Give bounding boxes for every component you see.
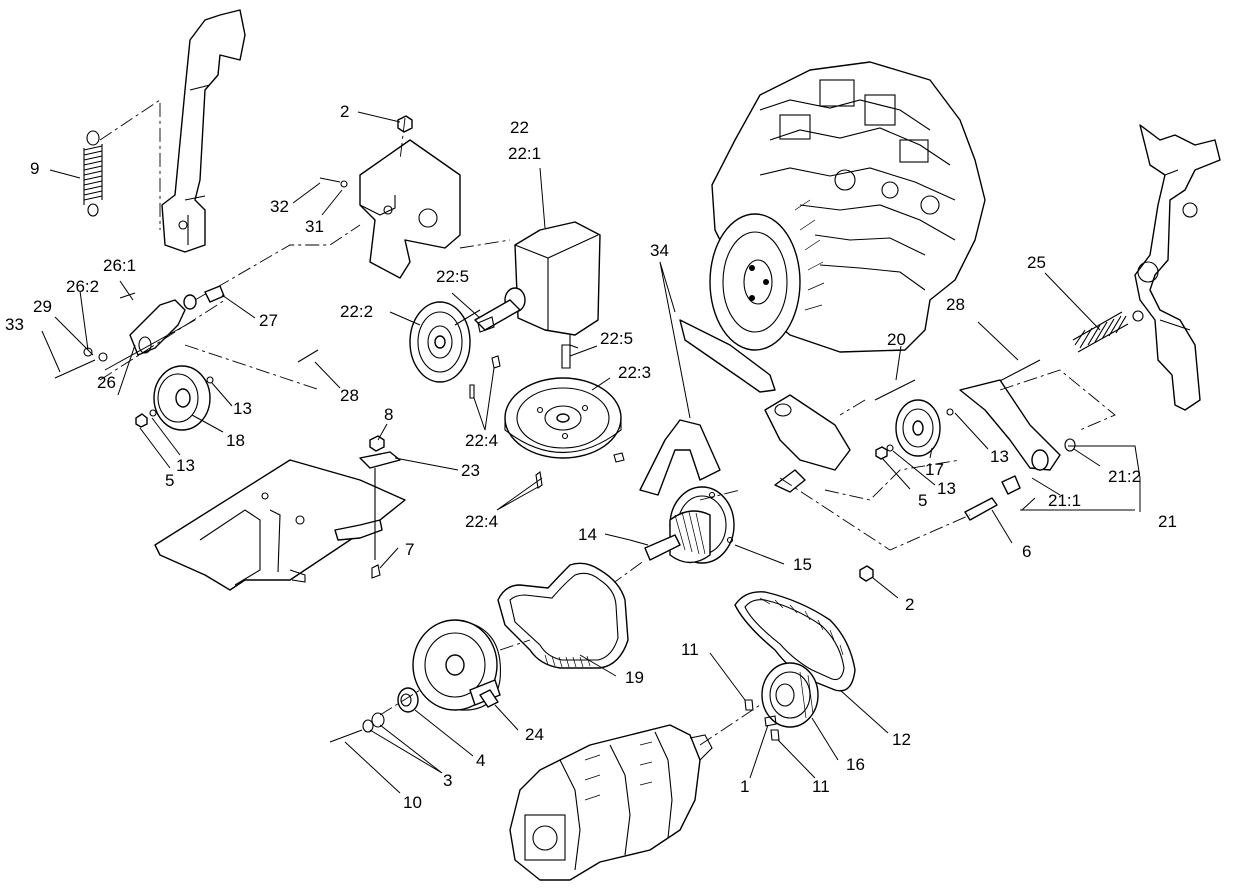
hydraulic-pump-illustration [509, 724, 713, 881]
base-plate [154, 459, 406, 591]
callout-8: 8 [384, 405, 393, 424]
callout-22: 22 [510, 118, 529, 137]
idler-arm-26 [54, 285, 225, 379]
callout-14: 14 [578, 525, 597, 544]
spring-9 [83, 130, 103, 217]
key-22-5 [477, 316, 495, 333]
callout-4: 4 [476, 751, 485, 770]
callout-16: 16 [846, 755, 865, 774]
spring-25 [1072, 310, 1144, 353]
callout-21-1: 21:1 [1048, 491, 1081, 510]
bolt-28-left [297, 349, 319, 363]
callout-22-4-b: 22:4 [465, 512, 498, 531]
clutch-15 [644, 486, 735, 564]
callout-33: 33 [5, 315, 24, 334]
callout-11: 11 [681, 640, 699, 659]
callout-7: 7 [405, 540, 414, 559]
callout-5-b: 5 [918, 491, 927, 510]
callout-27: 27 [259, 311, 278, 330]
callout-26-2: 26:2 [66, 277, 99, 296]
callout-6: 6 [1022, 542, 1031, 561]
belt-19 [497, 562, 629, 669]
callout-20: 20 [887, 330, 906, 349]
bracket-23 [359, 451, 401, 469]
idler-bracket-right [764, 394, 851, 493]
bearing-4 [397, 687, 419, 713]
callout-22-2: 22:2 [340, 302, 373, 321]
callout-22-3: 22:3 [618, 363, 651, 382]
callout-5: 5 [165, 471, 174, 490]
callout-13-c: 13 [990, 447, 1009, 466]
callout-21-2: 21:2 [1108, 467, 1141, 486]
callout-32: 32 [270, 197, 289, 216]
bolt-32 [319, 177, 341, 183]
bolt-28-right [997, 359, 1041, 383]
callout-31: 31 [305, 217, 324, 236]
idler-pulley-18 [135, 365, 214, 431]
callout-11-b: 11 [812, 777, 830, 796]
callout-19: 19 [625, 668, 644, 687]
callout-22-5-b: 22:5 [600, 329, 633, 348]
callout-15: 15 [793, 555, 812, 574]
callout-23: 23 [461, 461, 480, 480]
callout-22-1: 22:1 [508, 144, 541, 163]
callout-25: 25 [1027, 253, 1046, 272]
callout-21: 21 [1158, 512, 1177, 531]
idler-pulley-17 [875, 399, 954, 460]
callout-26-1: 26:1 [103, 256, 136, 275]
bolt-14 [629, 539, 649, 546]
callout-1: 1 [740, 777, 749, 796]
callout-29: 29 [33, 297, 52, 316]
idler-arm-21 [959, 379, 1076, 521]
engine-illustration [709, 61, 986, 353]
callout-28: 28 [946, 295, 965, 314]
right-pivot-bracket [1134, 124, 1221, 411]
callout-34: 34 [650, 241, 669, 260]
gearbox-22 [474, 221, 601, 349]
leader-lines [41, 111, 1141, 794]
callout-13-b: 13 [176, 456, 195, 475]
callout-22-4: 22:4 [465, 431, 498, 450]
callout-26: 26 [97, 373, 116, 392]
callout-18: 18 [226, 431, 245, 450]
callout-9: 9 [30, 159, 39, 178]
pulley-16 [761, 662, 819, 728]
bolt-20 [874, 379, 916, 401]
pulley-22-2 [409, 301, 481, 383]
gearbox-mount-bracket [359, 139, 461, 279]
callout-24: 24 [525, 725, 544, 744]
left-pivot-bracket [161, 9, 246, 253]
setscrew-11 [744, 699, 754, 711]
nut-8 [369, 435, 385, 452]
belt-12 [734, 591, 856, 692]
belt-guide-34 [639, 319, 776, 496]
callout-2-b: 2 [905, 595, 914, 614]
callout-13-d: 13 [937, 479, 956, 498]
nut-2-top [397, 115, 413, 133]
bolt-10 [329, 729, 363, 743]
key-1 [764, 715, 777, 727]
callout-2: 2 [340, 102, 349, 121]
nut-2-bottom [859, 565, 874, 582]
callout-28-b: 28 [340, 386, 359, 405]
callout-22-5: 22:5 [436, 267, 469, 286]
callout-10: 10 [403, 793, 422, 812]
electric-clutch-24 [412, 619, 501, 711]
pulley-22-3 [504, 377, 622, 459]
callout-labels: 9 2 22 22:1 32 31 34 25 26:1 26:2 29 33 … [5, 102, 1177, 812]
washers-3 [362, 712, 385, 733]
callout-3: 3 [443, 771, 452, 790]
key-22-5-b [561, 344, 571, 369]
callout-17: 17 [925, 460, 944, 479]
callout-12: 12 [892, 730, 911, 749]
callout-13: 13 [233, 399, 252, 418]
